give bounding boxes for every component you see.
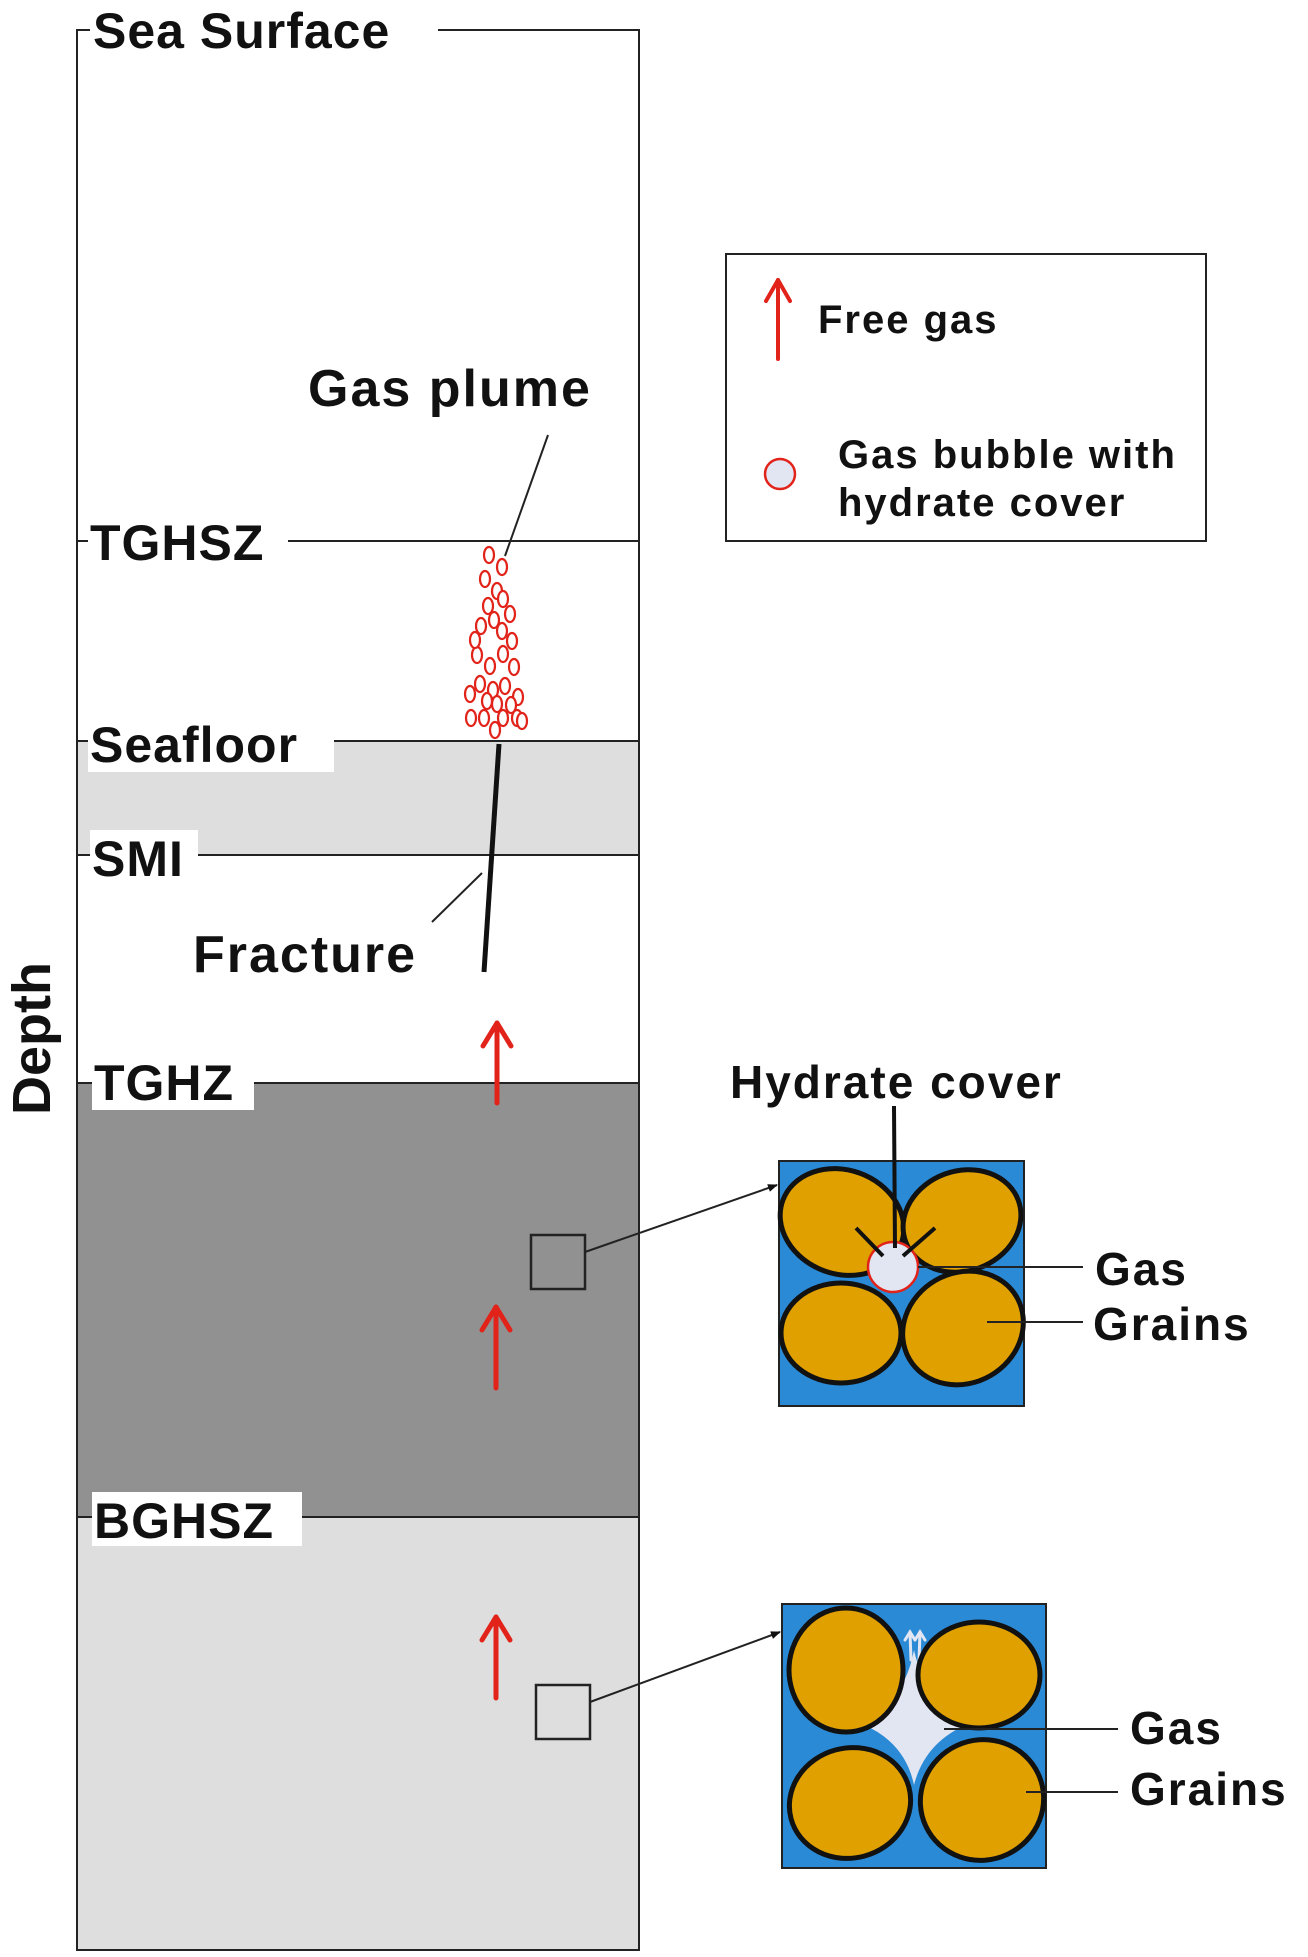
tghsz-label: TGHSZ — [90, 515, 264, 571]
inset-lower-grains — [786, 1605, 1047, 1863]
free-gas-pore — [862, 1650, 968, 1785]
hydrate-cover-arrows — [854, 1105, 937, 1258]
grain — [786, 1745, 914, 1861]
inset-upper: Hydrate cover Gas Grains — [730, 1056, 1251, 1407]
depth-axis-label: Depth — [2, 962, 62, 1115]
fracture-leader — [431, 872, 483, 923]
free-gas-arrows — [479, 1020, 514, 1701]
smi-to-tghz-layer — [77, 855, 639, 1083]
gas-plume — [463, 545, 529, 740]
sea-surface-label: Sea Surface — [93, 3, 390, 59]
hydrate-cover-label: Hydrate cover — [730, 1056, 1063, 1108]
grain — [917, 1737, 1047, 1863]
gas-plume-label: Gas plume — [308, 360, 592, 418]
layer-labels: Sea Surface TGHSZ Seafloor SMI TGHZ BGHS… — [88, 3, 438, 1549]
connector-upper — [584, 1184, 778, 1253]
inset-upper-grains — [777, 1166, 1026, 1388]
bubble-legend-icon — [763, 457, 797, 491]
grains-label-lower: Grains — [1130, 1763, 1288, 1815]
gas-escape-arrows — [903, 1629, 927, 1662]
grain — [915, 1619, 1043, 1731]
free-gas-arrow-3 — [479, 1614, 513, 1701]
free-gas-arrow-2 — [479, 1304, 513, 1391]
below-bghsz-layer — [77, 1517, 639, 1950]
free-gas-legend-label: Free gas — [818, 298, 999, 342]
hydrate-zone-layer — [77, 1083, 639, 1517]
gas-label-upper: Gas — [1095, 1243, 1188, 1295]
sediment-column — [76, 29, 640, 1951]
connector-lower — [589, 1631, 781, 1703]
bghsz-label: BGHSZ — [94, 1493, 274, 1549]
gas-label-lower: Gas — [1130, 1702, 1223, 1754]
free-gas-arrow-1 — [480, 1020, 514, 1106]
grain — [786, 1605, 906, 1735]
water-column — [77, 30, 639, 741]
free-gas-legend-arrow — [764, 278, 792, 361]
fracture-line — [481, 743, 502, 973]
grain — [778, 1280, 904, 1386]
tghz-label: TGHZ — [94, 1055, 234, 1111]
seafloor-label: Seafloor — [90, 717, 298, 773]
smi-label: SMI — [92, 831, 184, 887]
fracture-label: Fracture — [193, 926, 417, 984]
legend: Free gas Gas bubble with hydrate cover — [725, 253, 1207, 542]
sample-box-upper — [529, 1233, 587, 1291]
gas-plume-leader — [504, 434, 549, 557]
legend-box — [725, 253, 1207, 542]
sample-box-lower — [534, 1683, 592, 1741]
grain — [900, 1268, 1026, 1388]
inset-lower: Gas Grains — [781, 1603, 1288, 1869]
grains-label-upper: Grains — [1093, 1298, 1251, 1350]
bubble-legend-line2: hydrate cover — [838, 481, 1126, 525]
bubble-legend-line1: Gas bubble with — [838, 433, 1177, 477]
